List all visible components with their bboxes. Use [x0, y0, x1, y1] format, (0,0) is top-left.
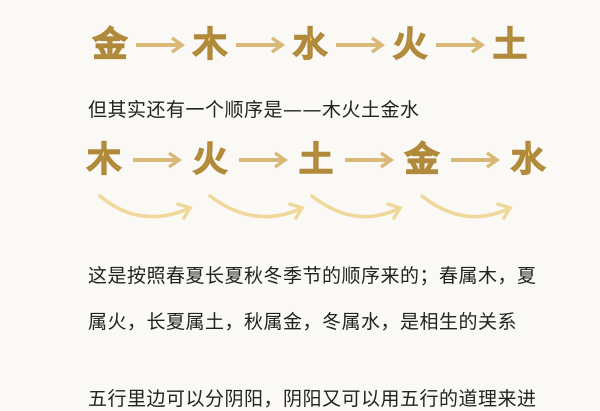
paragraph-yinyang-line-1: 五行里边可以分阴阳，阴阳又可以用五行的道理来进 — [88, 388, 537, 410]
element-glyph: 土 — [492, 25, 528, 65]
right-arrow-icon — [444, 150, 506, 170]
right-arrow-icon — [338, 150, 400, 170]
element-glyph: 金 — [92, 25, 128, 65]
right-arrow-icon — [432, 35, 488, 55]
element-glyph: 木 — [86, 140, 122, 180]
element-glyph: 水 — [510, 140, 546, 180]
curved-arrow-icon — [98, 194, 513, 220]
paragraph-season-line-1: 这是按照春夏长夏秋冬季节的顺序来的；春属木，夏 — [88, 265, 537, 287]
right-arrow-icon — [232, 150, 294, 170]
element-glyph: 土 — [298, 140, 334, 180]
element-glyph: 水 — [292, 25, 328, 65]
right-arrow-icon — [126, 150, 188, 170]
element-glyph: 木 — [192, 25, 228, 65]
element-glyph: 火 — [392, 25, 428, 65]
sequence-row-2: 木 火 土 金 水 — [82, 140, 550, 180]
right-arrow-icon — [232, 35, 288, 55]
paragraph-order-intro: 但其实还有一个顺序是——木火土金水 — [88, 99, 420, 121]
right-arrow-icon — [332, 35, 388, 55]
sequence-row-1: 金 木 水 火 土 — [88, 25, 532, 65]
right-arrow-icon — [132, 35, 188, 55]
element-glyph: 火 — [192, 140, 228, 180]
paragraph-season-line-2: 属火，长夏属土，秋属金，冬属水，是相生的关系 — [88, 311, 518, 333]
element-glyph: 金 — [404, 140, 440, 180]
